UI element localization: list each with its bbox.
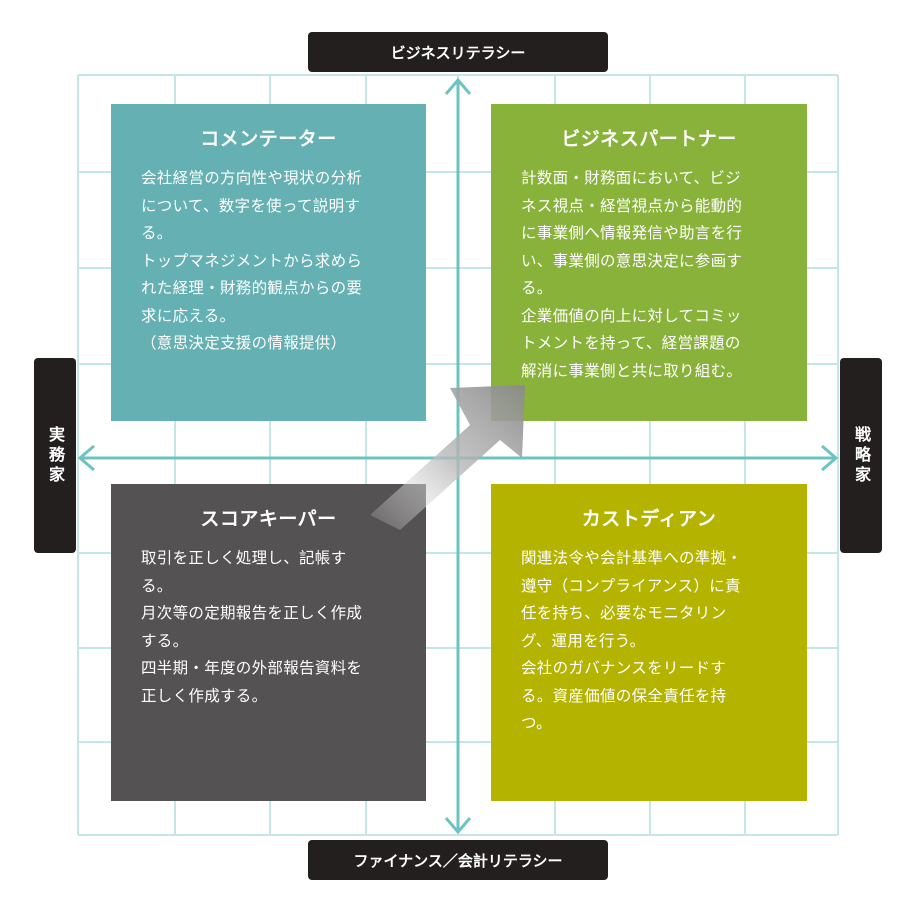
- description-line: る。: [141, 224, 173, 242]
- description-line: い、事業側の意思決定に参画す: [521, 251, 743, 270]
- description-line: 正しく作成する。: [141, 686, 268, 705]
- quadrant-description: 関連法令や会計基準への準拠・遵守（コンプライアンス）に責任を持ち、必要なモニタリ…: [491, 531, 807, 738]
- description-line: グ、運用を行う。: [521, 631, 646, 650]
- quadrant-description: 会社経営の方向性や現状の分析について、数字を使って説明する。トップマネジメントか…: [111, 151, 426, 358]
- description-line: ネス視点・経営視点から能動的: [521, 196, 743, 215]
- quadrant-commentator: コメンテーター 会社経営の方向性や現状の分析について、数字を使って説明する。トッ…: [111, 104, 426, 421]
- quadrant-title: ビジネスパートナー: [561, 128, 737, 150]
- description-line: 遵守（コンプライアンス）に責: [521, 576, 741, 595]
- quadrant-title: カストディアン: [581, 508, 717, 530]
- axis-label-right: 戦略家: [840, 358, 882, 553]
- description-line: る。: [141, 576, 173, 595]
- description-line: トップマネジメントから求めら: [141, 251, 363, 270]
- quadrant-business-partner: ビジネスパートナー 計数面・財務面において、ビジネス視点・経営視点から能動的に事…: [491, 104, 807, 421]
- description-line: る。: [521, 279, 553, 297]
- description-line: 解消に事業側と共に取り組む。: [521, 361, 743, 380]
- description-line: る。資産価値の保全責任を持: [521, 686, 727, 705]
- quadrant-scorekeeper: スコアキーパー 取引を正しく処理し、記帳する。月次等の定期報告を正しく作成する。…: [111, 484, 426, 801]
- description-line: れた経理・財務的観点からの要: [141, 279, 363, 297]
- description-line: 企業価値の向上に対してコミッ: [521, 306, 742, 325]
- description-line: 会社経営の方向性や現状の分析: [141, 169, 363, 187]
- description-line: 四半期・年度の外部報告資料を: [141, 659, 363, 677]
- arrow-left-icon: [77, 444, 95, 472]
- axis-label-top: ビジネスリテラシー: [308, 32, 608, 72]
- description-line: 取引を正しく処理し、記帳す: [141, 549, 347, 567]
- description-line: について、数字を使って説明す: [141, 196, 361, 215]
- axis-label-left: 実務家: [34, 358, 76, 553]
- quadrant-custodian: カストディアン 関連法令や会計基準への準拠・遵守（コンプライアンス）に責任を持ち…: [491, 484, 807, 801]
- description-line: トメントを持って、経営課題の: [521, 334, 741, 352]
- description-line: つ。: [521, 714, 552, 732]
- quadrant-title: コメンテーター: [200, 128, 337, 150]
- quadrant-description: 計数面・財務面において、ビジネス視点・経営視点から能動的に事業側へ情報発信や助言…: [491, 151, 807, 385]
- description-line: する。: [141, 631, 189, 650]
- axis-label-bottom: ファイナンス／会計リテラシー: [308, 840, 608, 880]
- quadrant-title: スコアキーパー: [200, 508, 337, 530]
- arrow-right-icon: [821, 444, 839, 472]
- quadrant-description: 取引を正しく処理し、記帳する。月次等の定期報告を正しく作成する。四半期・年度の外…: [111, 531, 426, 710]
- description-line: 会社のガバナンスをリードす: [521, 659, 727, 677]
- arrow-up-icon: [444, 77, 472, 95]
- description-line: 求に応える。: [141, 306, 236, 325]
- description-line: （意思決定支援の情報提供）: [141, 334, 347, 352]
- description-line: 関連法令や会計基準への準拠・: [521, 549, 743, 567]
- description-line: 月次等の定期報告を正しく作成: [141, 604, 363, 622]
- arrow-down-icon: [444, 817, 472, 835]
- description-line: 計数面・財務面において、ビジ: [521, 169, 741, 187]
- description-line: 任を持ち、必要なモニタリン: [521, 604, 727, 622]
- description-line: に事業側へ情報発信や助言を行: [521, 224, 743, 242]
